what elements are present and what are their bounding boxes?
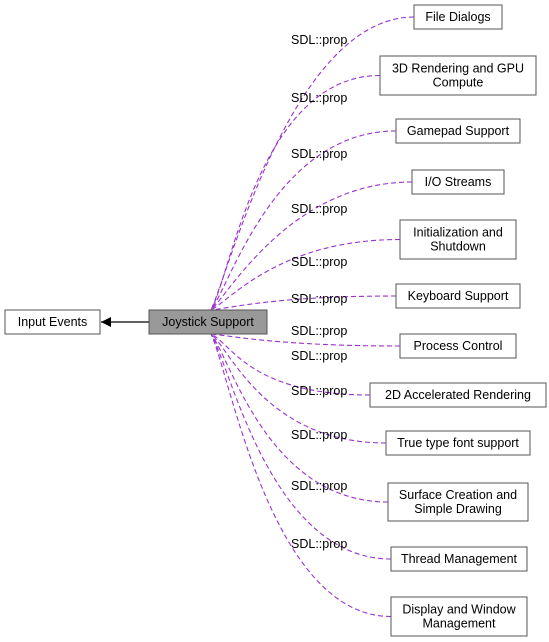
edge-keyboard-support [210, 295, 397, 311]
edge-io-streams [210, 181, 413, 311]
edge-gamepad-support [210, 130, 397, 311]
node-surface-creation-label: Simple Drawing [414, 502, 502, 516]
edge-label-true-type-font: SDL::prop [291, 384, 347, 398]
node-file-dialogs-label: File Dialogs [425, 10, 490, 24]
node-keyboard-support[interactable]: Keyboard Support [395, 283, 521, 309]
node-joystick-support[interactable]: Joystick Support [148, 309, 268, 335]
node-process-control[interactable]: Process Control [399, 333, 517, 359]
node-input-events-label: Input Events [18, 315, 88, 329]
edge-surface-creation [210, 333, 389, 503]
node-process-control-label: Process Control [414, 339, 503, 353]
edge-process-control [210, 333, 401, 347]
edge-label-display-window: SDL::prop [291, 537, 347, 551]
node-initialization-shutdown-label: Shutdown [430, 240, 486, 254]
node-display-window-label: Management [423, 617, 496, 631]
node-true-type-font-label: True type font support [397, 436, 519, 450]
edge-file-dialogs [210, 16, 415, 311]
edges-layer: SDL::propSDL::propSDL::propSDL::propSDL:… [210, 16, 415, 618]
edge-label-file-dialogs: SDL::prop [291, 33, 347, 47]
node-surface-creation-label: Surface Creation and [399, 488, 517, 502]
edge-label-2d-accelerated-rendering: SDL::prop [291, 349, 347, 363]
edge-label-surface-creation: SDL::prop [291, 428, 347, 442]
node-3d-rendering-gpu-label: Compute [433, 76, 484, 90]
edge-label-io-streams: SDL::prop [291, 202, 347, 216]
node-display-window-label: Display and Window [402, 603, 516, 617]
edge-2d-accelerated-rendering [210, 333, 371, 396]
node-initialization-shutdown-label: Initialization and [413, 226, 503, 240]
edge-label-initialization-shutdown: SDL::prop [291, 255, 347, 269]
node-input-events[interactable]: Input Events [4, 309, 101, 335]
node-true-type-font[interactable]: True type font support [385, 430, 531, 456]
node-2d-accelerated-rendering[interactable]: 2D Accelerated Rendering [369, 382, 547, 408]
node-gamepad-support[interactable]: Gamepad Support [395, 118, 521, 144]
edge-display-window [210, 333, 392, 618]
node-3d-rendering-gpu-label: 3D Rendering and GPU [392, 62, 524, 76]
node-thread-management-label: Thread Management [401, 552, 518, 566]
node-io-streams-label: I/O Streams [425, 175, 492, 189]
edge-label-thread-management: SDL::prop [291, 479, 347, 493]
edge-label-keyboard-support: SDL::prop [291, 292, 347, 306]
node-joystick-support-label: Joystick Support [162, 315, 254, 329]
edge-label-process-control: SDL::prop [291, 324, 347, 338]
edge-initialization-shutdown [210, 238, 401, 311]
node-io-streams[interactable]: I/O Streams [411, 169, 505, 195]
edge-thread-management [210, 333, 392, 560]
related-nodes-layer: File Dialogs 3D Rendering and GPUComputeG… [369, 4, 547, 637]
node-file-dialogs[interactable]: File Dialogs [413, 4, 503, 30]
node-gamepad-support-label: Gamepad Support [407, 124, 510, 138]
node-2d-accelerated-rendering-label: 2D Accelerated Rendering [385, 388, 531, 402]
edge-true-type-font [210, 333, 387, 444]
node-thread-management[interactable]: Thread Management [390, 546, 528, 572]
edge-label-3d-rendering-gpu: SDL::prop [291, 91, 347, 105]
edge-label-gamepad-support: SDL::prop [291, 147, 347, 161]
edge-3d-rendering-gpu [210, 74, 381, 311]
node-keyboard-support-label: Keyboard Support [408, 289, 509, 303]
